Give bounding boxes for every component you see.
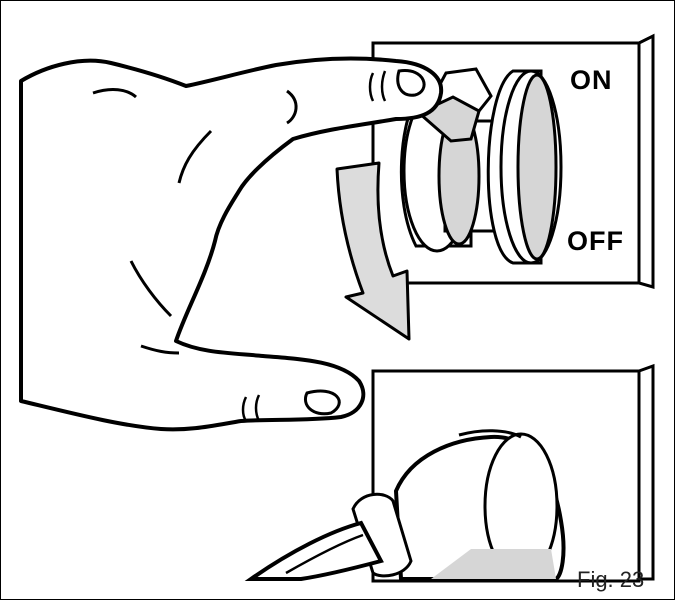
figure-caption: Fig. 23 xyxy=(577,567,644,593)
finger-nail xyxy=(305,391,339,414)
switch-plate-edge xyxy=(639,36,653,287)
thumb-nail xyxy=(398,71,424,96)
socket-plate-edge xyxy=(639,366,653,579)
off-label: OFF xyxy=(567,226,624,257)
on-label: ON xyxy=(570,65,613,96)
